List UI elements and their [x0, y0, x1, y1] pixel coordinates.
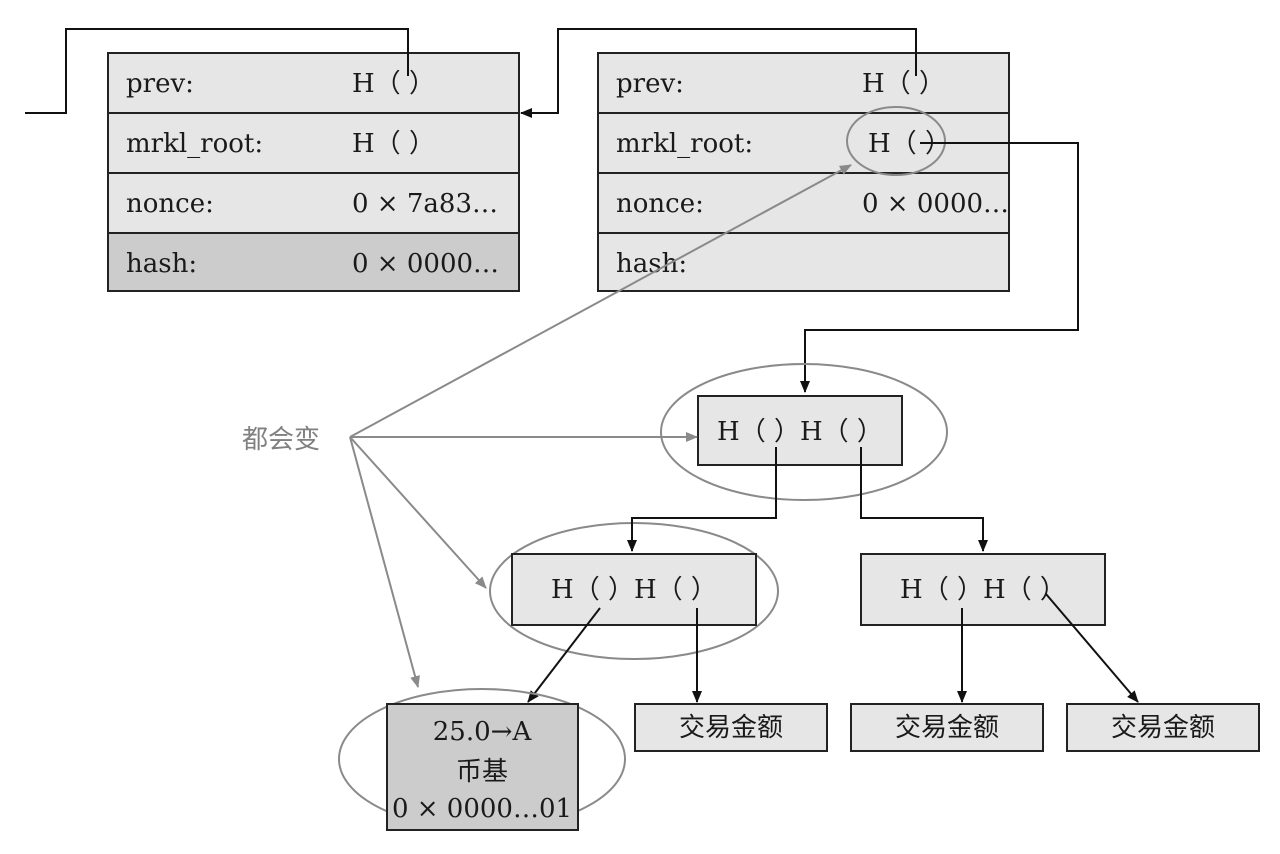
- merkle-right-node: [860, 553, 1106, 626]
- block-2-prev-label: prev:: [616, 69, 684, 99]
- block-2-prev-pointer: [520, 28, 917, 118]
- merkle-right-label: H（ ）H（ ）: [900, 575, 1066, 605]
- block-1-prev-label: prev:: [126, 69, 194, 99]
- tx-leaf-1-label: 交易金额: [679, 713, 783, 743]
- merkle-root-node: [697, 395, 903, 466]
- right-to-tx3-edge: [1045, 593, 1139, 703]
- tx-leaf-2: [850, 703, 1044, 752]
- coinbase-amount: 25.0→A: [433, 717, 533, 747]
- tx-leaf-2-label: 交易金额: [895, 713, 999, 743]
- block-2-hash-label: hash:: [616, 249, 687, 279]
- mrkl-root-pointer: [800, 142, 1079, 393]
- annotation-to-coinbase-arrow: [349, 436, 420, 688]
- annotation-to-left-arrow: [349, 436, 487, 589]
- block-1-mrkl-label: mrkl_root:: [126, 129, 263, 159]
- root-to-left-edge: [627, 447, 777, 552]
- block-2: prev: H（ ） mrkl_root: H（ ） nonce: 0 × 00…: [597, 52, 1010, 292]
- block-1-prev-pointer: [25, 28, 409, 114]
- block-1-nonce-value: 0 × 7a83…: [352, 189, 498, 219]
- block-1-nonce-label: nonce:: [126, 189, 214, 219]
- coinbase-tx: [386, 703, 579, 831]
- root-to-right-edge: [860, 447, 988, 552]
- merkle-root-highlight: [660, 363, 948, 501]
- block-1-hash-label: hash:: [126, 249, 197, 279]
- block-2-nonce-value: 0 × 0000…: [862, 189, 1009, 219]
- block-1-hash-value: 0 × 0000…: [352, 249, 499, 279]
- merkle-left-node: [511, 553, 757, 626]
- block-2-mrkl-label: mrkl_root:: [616, 129, 753, 159]
- block-2-nonce-label: nonce:: [616, 189, 704, 219]
- coinbase-label: 币基: [456, 757, 508, 787]
- tx-leaf-3: [1066, 703, 1260, 752]
- change-annotation: 都会变: [242, 425, 320, 455]
- merkle-left-highlight: [489, 522, 779, 660]
- block-1-hash-row: [107, 232, 520, 292]
- left-to-coinbase-edge: [527, 607, 601, 703]
- annotation-to-mrkl-arrow: [349, 164, 852, 438]
- block-2-prev-value: H（ ）: [862, 69, 945, 99]
- block-1-mrkl-row: [107, 112, 520, 174]
- block-1: prev: H（ ） mrkl_root: H（ ） nonce: 0 × 7a…: [107, 52, 520, 292]
- merkle-root-label: H（ ）H（ ）: [717, 417, 883, 447]
- coinbase-value: 0 × 0000…01: [392, 794, 572, 824]
- block-1-prev-value: H（ ）: [352, 69, 435, 99]
- mrkl-root-highlight: [846, 106, 946, 176]
- block-2-hash-row: [597, 232, 1010, 292]
- tx-leaf-1: [634, 703, 828, 752]
- block-1-mrkl-value: H（ ）: [352, 129, 435, 159]
- tx-leaf-3-label: 交易金额: [1111, 713, 1215, 743]
- merkle-left-label: H（ ）H（ ）: [551, 575, 717, 605]
- block-1-prev-row: [107, 52, 520, 114]
- block-1-nonce-row: [107, 172, 520, 234]
